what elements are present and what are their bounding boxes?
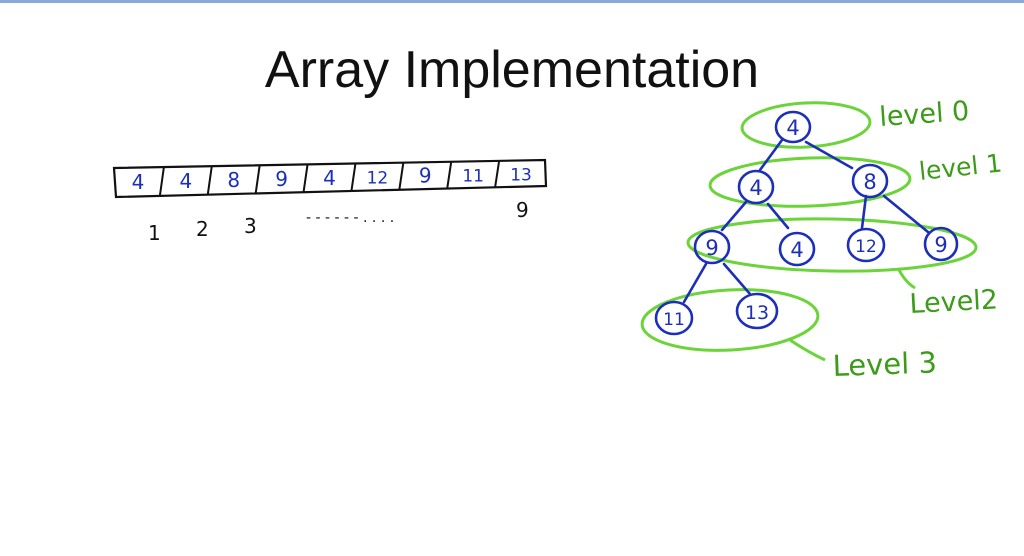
array-outline (112, 158, 548, 199)
level-3-ellipse (640, 288, 820, 352)
level-1-ellipse (708, 156, 912, 208)
array-cell-value: 11 (462, 167, 484, 187)
level-2-label: Level2 (909, 284, 999, 320)
array-divider (446, 161, 453, 189)
edge-0-1 (758, 138, 784, 172)
tree-node-3: 9 (693, 229, 731, 265)
array-divider (398, 162, 405, 190)
array-divider (302, 164, 309, 193)
level-1-label: level 1 (918, 148, 1004, 186)
tree-node-5-value: 12 (855, 237, 877, 257)
tree-node-3-value: 9 (705, 236, 718, 260)
level-3-callout-line (789, 338, 826, 362)
level-2-ellipse (686, 217, 978, 273)
tree-node-8-value: 13 (745, 302, 769, 324)
tree-node-8: 13 (735, 292, 779, 330)
tree-node-0: 4 (774, 110, 812, 144)
array-cell-value: 12 (367, 169, 389, 189)
edge-2-5 (860, 194, 868, 230)
level-labels: level 0 level 1 Level2 Level 3 (832, 96, 1003, 383)
tree-node-2: 8 (851, 163, 889, 199)
edge-1-3 (720, 200, 748, 232)
tree-nodes: 4 4 8 9 4 12 9 11 (654, 110, 959, 336)
index-ellipsis: - - - - - - . . . . (306, 210, 394, 226)
array-index-labels: 1 2 3 - - - - - - . . . . 9 (148, 198, 529, 245)
tree-node-6: 9 (923, 226, 959, 262)
tree-node-1-value: 4 (749, 176, 762, 200)
array-strip: 4 4 8 9 4 12 9 11 13 (112, 158, 548, 199)
array-cell-value: 9 (275, 167, 288, 191)
index-label-2: 2 (196, 217, 209, 241)
slide-title: Array Implementation (264, 41, 760, 99)
tree-node-4: 4 (778, 231, 816, 267)
index-label-1: 1 (148, 221, 161, 245)
edge-0-2 (804, 140, 854, 170)
index-label-3: 3 (244, 214, 257, 238)
tree-node-0-value: 4 (786, 116, 799, 140)
array-divider (206, 166, 213, 195)
index-label-9: 9 (516, 198, 529, 222)
level-0-ellipse (740, 101, 872, 149)
array-cell-value: 13 (510, 166, 532, 186)
tree-node-6-value: 9 (934, 233, 947, 257)
tree-edges (682, 138, 930, 304)
level-2-callout-line (896, 267, 916, 290)
array-divider (254, 165, 261, 194)
tree-node-4-value: 4 (790, 238, 803, 262)
edge-3-7 (682, 262, 708, 304)
array-divider (350, 163, 357, 192)
level-3-label: Level 3 (832, 345, 937, 383)
array-divider (494, 160, 501, 188)
array-cell-value: 4 (323, 166, 336, 190)
tree-node-5: 12 (846, 227, 886, 263)
top-border-line (0, 0, 1024, 3)
array-cell-value: 9 (419, 164, 432, 188)
edge-2-6 (882, 194, 930, 234)
tree-node-1: 4 (737, 169, 775, 205)
edge-1-4 (766, 202, 790, 230)
edge-3-8 (722, 262, 752, 296)
tree-node-7: 11 (654, 300, 694, 336)
level-ellipses (640, 101, 978, 362)
array-cell-value: 8 (227, 168, 240, 192)
array-cell-value: 4 (179, 169, 192, 193)
array-cell-value: 4 (132, 170, 145, 194)
array-dividers (158, 160, 501, 196)
array-divider (158, 166, 165, 196)
level-0-label: level 0 (878, 96, 970, 133)
tree-node-7-value: 11 (663, 310, 685, 330)
tree-node-2-value: 8 (863, 170, 876, 194)
array-values: 4 4 8 9 4 12 9 11 13 (132, 164, 532, 194)
